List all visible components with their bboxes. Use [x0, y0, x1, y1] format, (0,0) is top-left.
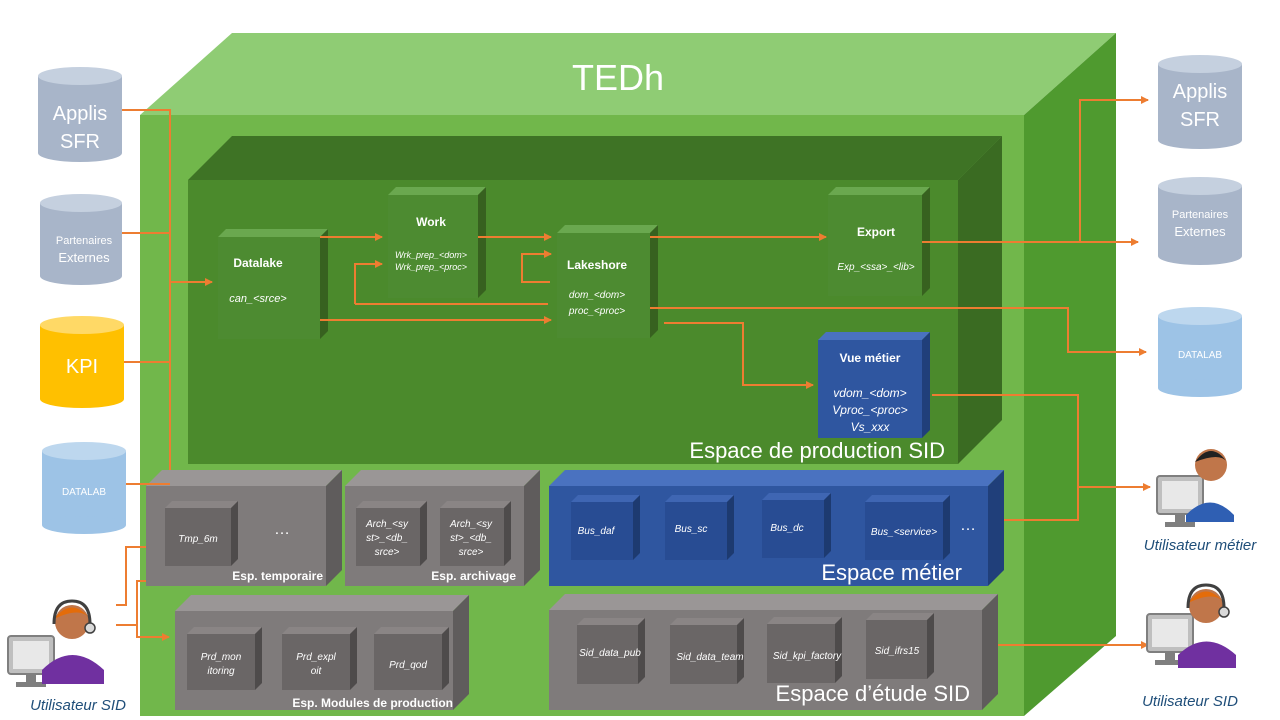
bus-box-1: Bus_daf — [578, 526, 616, 537]
lakeshore-item-1: dom_<dom> — [569, 290, 625, 301]
applis-left-line2: SFR — [60, 131, 100, 153]
archivage-title: Esp. archivage — [431, 569, 516, 583]
export-box — [828, 187, 930, 296]
cylinder-kpi — [40, 316, 124, 408]
user-icon-metier — [1156, 449, 1234, 527]
vue-metier-item-3: Vs_xxx — [851, 420, 891, 434]
vue-metier-title: Vue métier — [840, 351, 901, 365]
user-metier-label: Utilisateur métier — [1144, 537, 1258, 554]
vue-metier-item-1: vdom_<dom> — [833, 386, 906, 400]
work-item-2: Wrk_prep_<proc> — [395, 262, 467, 272]
lakeshore-box — [557, 225, 658, 338]
datalake-box — [218, 229, 328, 339]
prd-box-3: Prd_qod — [389, 660, 427, 671]
metier-space — [549, 470, 1004, 586]
applis-right-line1: Applis — [1173, 81, 1227, 103]
prd-box-2-line2: oit — [311, 666, 323, 677]
arch-box-2-line3: srce> — [459, 547, 484, 558]
vue-metier-item-2: Vproc_<proc> — [832, 403, 907, 417]
temporaire-title: Esp. temporaire — [232, 569, 323, 583]
main-title: TEDh — [572, 57, 664, 98]
tmp-more: … — [274, 521, 290, 538]
prd-box-1-line2: itoring — [207, 666, 235, 677]
partenaires-left-line1: Partenaires — [56, 235, 113, 247]
etude-title: Espace d’étude SID — [776, 681, 970, 706]
datalake-item: can_<srce> — [229, 293, 287, 305]
cylinder-partenaires-left — [40, 194, 122, 285]
datalab-left-label: DATALAB — [62, 487, 106, 498]
cylinder-applis-right — [1158, 55, 1242, 149]
cylinder-partenaires-right — [1158, 177, 1242, 265]
cylinder-datalab-left — [42, 442, 126, 534]
sid-box-4: Sid_ifrs15 — [875, 646, 920, 657]
flow-arrows — [116, 96, 1151, 649]
archivage-space — [345, 470, 540, 586]
arch-box-2-line1: Arch_<sy — [449, 519, 493, 530]
temporaire-space — [146, 470, 342, 586]
user-icon-sid-right — [1146, 583, 1236, 668]
applis-left-line1: Applis — [53, 103, 107, 125]
arch-box-1-line2: st>_<db_ — [366, 533, 408, 544]
production-title: Espace de production SID — [689, 438, 945, 463]
export-title: Export — [857, 225, 895, 239]
applis-right-line2: SFR — [1180, 109, 1220, 131]
bus-box-4: Bus_<service> — [871, 527, 937, 538]
prd-box-1-line1: Prd_mon — [201, 652, 242, 663]
user-icon-sid-left — [7, 599, 104, 687]
work-item-1: Wrk_prep_<dom> — [395, 250, 467, 260]
user-sid-left-label: Utilisateur SID — [30, 697, 126, 714]
vue-metier-box — [818, 332, 930, 438]
partenaires-right-line1: Partenaires — [1172, 209, 1229, 221]
bus-box-2: Bus_sc — [675, 524, 708, 535]
arch-box-2-line2: st>_<db_ — [450, 533, 492, 544]
bus-box-3: Bus_dc — [770, 523, 803, 534]
etude-space — [549, 594, 998, 710]
cylinder-applis-left — [38, 67, 122, 162]
lakeshore-title: Lakeshore — [567, 258, 627, 272]
work-box — [388, 187, 486, 298]
user-sid-right-label: Utilisateur SID — [1142, 693, 1238, 710]
datalab-right-label: DATALAB — [1178, 350, 1222, 361]
lakeshore-item-2: proc_<proc> — [568, 306, 625, 317]
sid-box-1: Sid_data_pub — [579, 648, 641, 659]
partenaires-left-line2: Externes — [58, 250, 110, 265]
tmp-box-label: Tmp_6m — [178, 534, 217, 545]
modules-title: Esp. Modules de production — [292, 696, 453, 710]
metier-title: Espace métier — [821, 560, 962, 585]
metier-more: … — [960, 517, 976, 534]
modules-space — [175, 595, 469, 710]
sid-box-2: Sid_data_team — [676, 652, 743, 663]
partenaires-right-line2: Externes — [1174, 224, 1226, 239]
work-title: Work — [416, 215, 446, 229]
arch-box-1-line3: srce> — [375, 547, 400, 558]
export-item: Exp_<ssa>_<lib> — [837, 262, 914, 273]
cylinder-datalab-right — [1158, 307, 1242, 397]
datalake-title: Datalake — [233, 256, 283, 270]
kpi-label: KPI — [66, 356, 98, 378]
arch-box-1-line1: Arch_<sy — [365, 519, 409, 530]
prd-box-2-line1: Prd_expl — [296, 652, 336, 663]
sid-box-3: Sid_kpi_factory — [773, 651, 842, 662]
